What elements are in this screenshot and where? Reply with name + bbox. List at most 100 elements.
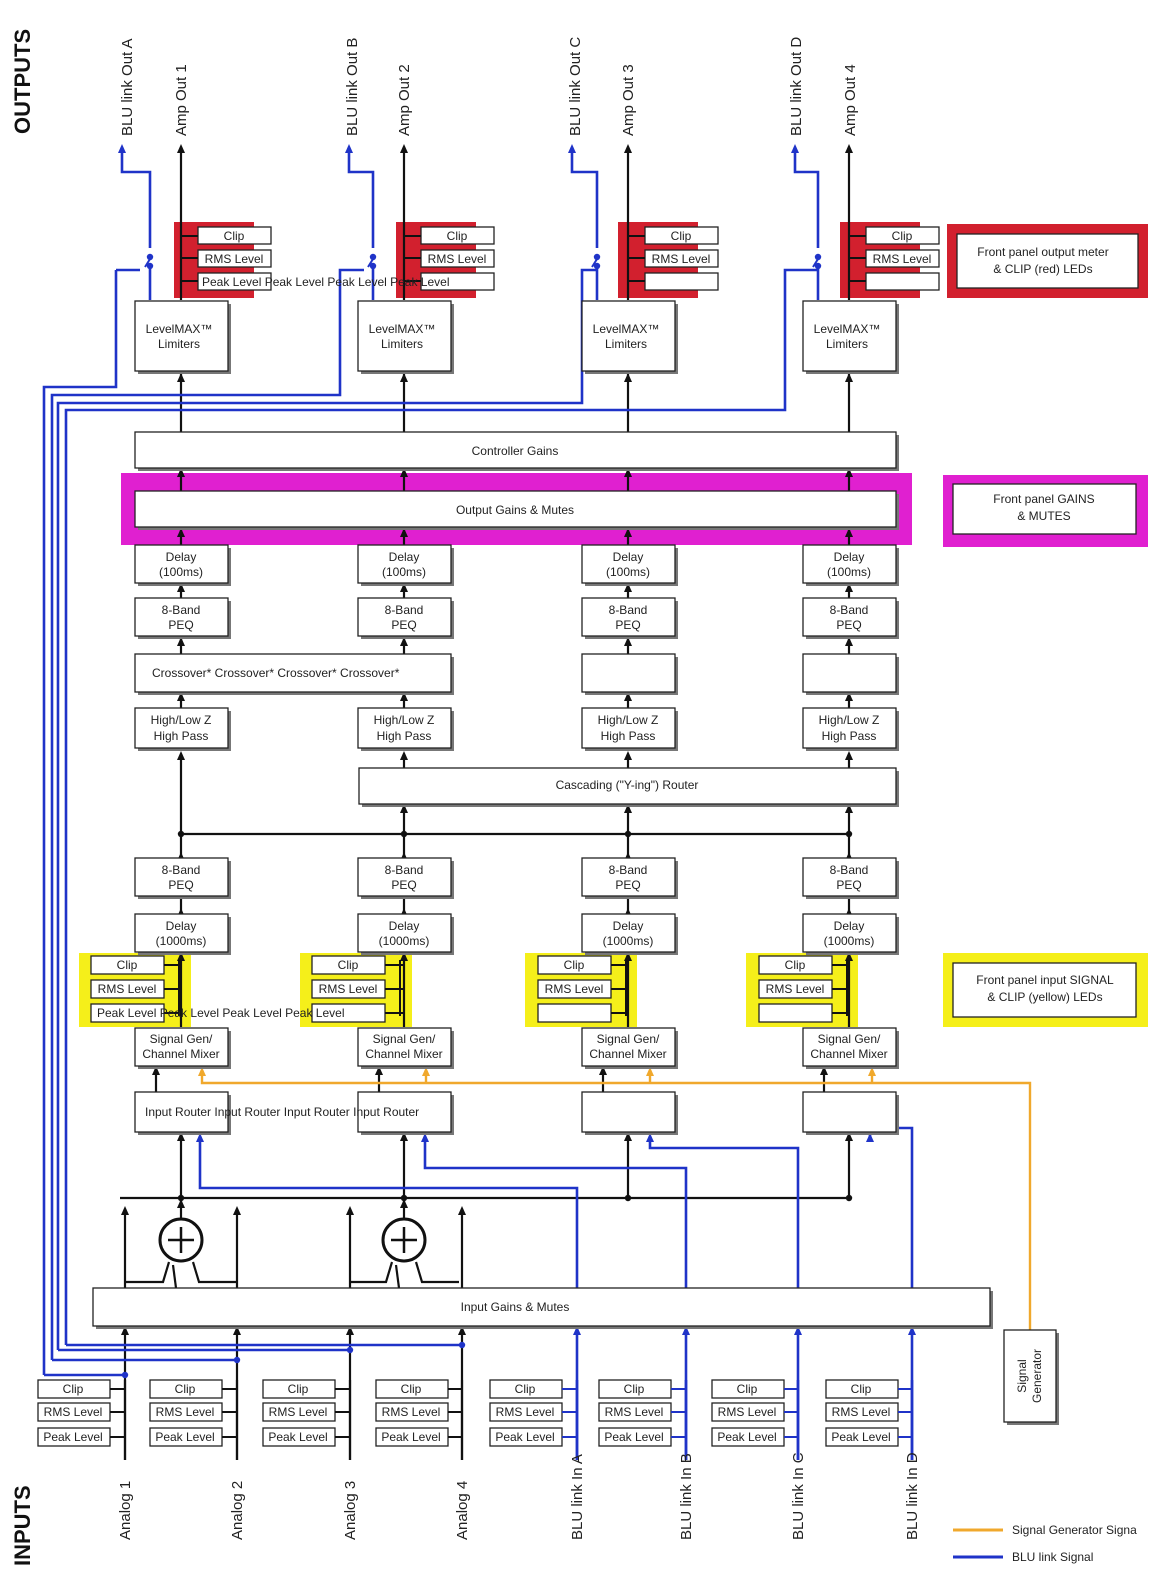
label: Channel Mixer: [142, 1047, 219, 1061]
blu-route: [42, 270, 118, 1375]
rms-label: RMS Level: [428, 252, 487, 266]
switch: [367, 258, 374, 268]
arrow-head: [820, 1066, 828, 1075]
amp-out-arrow: [400, 144, 408, 153]
label: Delay: [389, 550, 420, 564]
arrow-head: [152, 1066, 160, 1075]
blu-out-label: BLU link Out C: [567, 37, 584, 136]
label: PEQ: [168, 618, 193, 632]
label: High Pass: [601, 729, 656, 743]
rms-label: RMS Level: [496, 1405, 555, 1419]
note-line: & MUTES: [1017, 509, 1070, 523]
label: Signal Gen/: [373, 1032, 436, 1046]
label: PEQ: [615, 878, 640, 892]
input-router-box: [581, 1091, 678, 1135]
crossover-row: Crossover* Crossover* Crossover* Crossov…: [152, 666, 400, 680]
label: PEQ: [836, 618, 861, 632]
label: (100ms): [606, 565, 650, 579]
amp-out-arrow: [624, 144, 632, 153]
amp-out-label: Amp Out 1: [173, 64, 190, 136]
signal-gen-mixer-box: Signal Gen/Channel Mixer: [581, 1027, 678, 1069]
delay-100ms-box: Delay(100ms): [581, 544, 678, 586]
label: Limiters: [826, 337, 868, 351]
arrow-head: [624, 583, 632, 592]
label: High/Low Z: [374, 713, 435, 727]
arrow-head: [196, 1133, 204, 1142]
rms-label: RMS Level: [205, 252, 264, 266]
peak-label: Peak Level: [831, 1430, 890, 1444]
signal-gen-mixer-box: Signal Gen/Channel Mixer: [357, 1027, 454, 1069]
junction-dot: [146, 262, 154, 270]
junction-dot: [369, 253, 377, 261]
junction-dot: [814, 253, 822, 261]
outputs-heading: OUTPUTS: [10, 29, 35, 134]
signal-line: [414, 1261, 459, 1284]
blu-out-label: BLU link Out B: [344, 38, 361, 136]
arrow-head: [177, 583, 185, 592]
input-label: Analog 4: [454, 1481, 471, 1540]
delay-100ms-box: Delay(100ms): [802, 544, 899, 586]
label: 8-Band: [830, 863, 869, 877]
clip-label: Clip: [401, 1382, 422, 1396]
peak-level-row: Peak Level Peak Level Peak Level Peak Le…: [202, 275, 450, 289]
clip-label: Clip: [175, 1382, 196, 1396]
label: Delay: [613, 550, 644, 564]
meter-peak: [644, 272, 719, 291]
crossover-box: [802, 653, 899, 695]
label: High/Low Z: [598, 713, 659, 727]
peak-label: Peak Level: [43, 1430, 102, 1444]
label: 8-Band: [830, 603, 869, 617]
label: PEQ: [391, 878, 416, 892]
arrow-head: [375, 1066, 383, 1075]
amp-out-label: Amp Out 2: [396, 64, 413, 136]
junction-dot: [346, 1346, 354, 1354]
blu-route: [64, 268, 818, 1345]
label: High Pass: [822, 729, 877, 743]
peak-label: Peak Level: [268, 1430, 327, 1444]
arrow-head: [794, 1326, 802, 1335]
blu-route: [56, 268, 598, 1350]
arrow-head: [845, 583, 853, 592]
output-meter-note: [956, 233, 1139, 289]
clip-label: Clip: [785, 958, 806, 972]
input-label: BLU link In D: [904, 1452, 921, 1540]
arrow-head: [624, 804, 632, 813]
arrow-head: [400, 692, 408, 701]
rms-label: RMS Level: [269, 1405, 328, 1419]
signal-line: [868, 1126, 914, 1288]
meter-peak: [758, 1003, 833, 1023]
signal-line: [394, 1264, 401, 1289]
switch: [591, 258, 598, 268]
input-label: Analog 2: [229, 1481, 246, 1540]
label: Limiters: [605, 337, 647, 351]
junction-dot: [233, 1356, 241, 1364]
arrow-head: [624, 751, 632, 760]
label: Controller Gains: [472, 444, 559, 458]
label: Delay: [834, 919, 865, 933]
input-label: BLU link In C: [790, 1452, 807, 1540]
label: 8-Band: [609, 603, 648, 617]
label: Generator: [1030, 1349, 1044, 1403]
label: (100ms): [827, 565, 871, 579]
amp-out-label: Amp Out 3: [620, 64, 637, 136]
delay-100ms-box: Delay(100ms): [134, 544, 231, 586]
clip-label: Clip: [288, 1382, 309, 1396]
peak-label: Peak Level: [495, 1430, 554, 1444]
arrow-head: [845, 468, 853, 477]
label: Delay: [613, 919, 644, 933]
clip-label: Clip: [338, 958, 359, 972]
arrow-head: [400, 1132, 408, 1141]
